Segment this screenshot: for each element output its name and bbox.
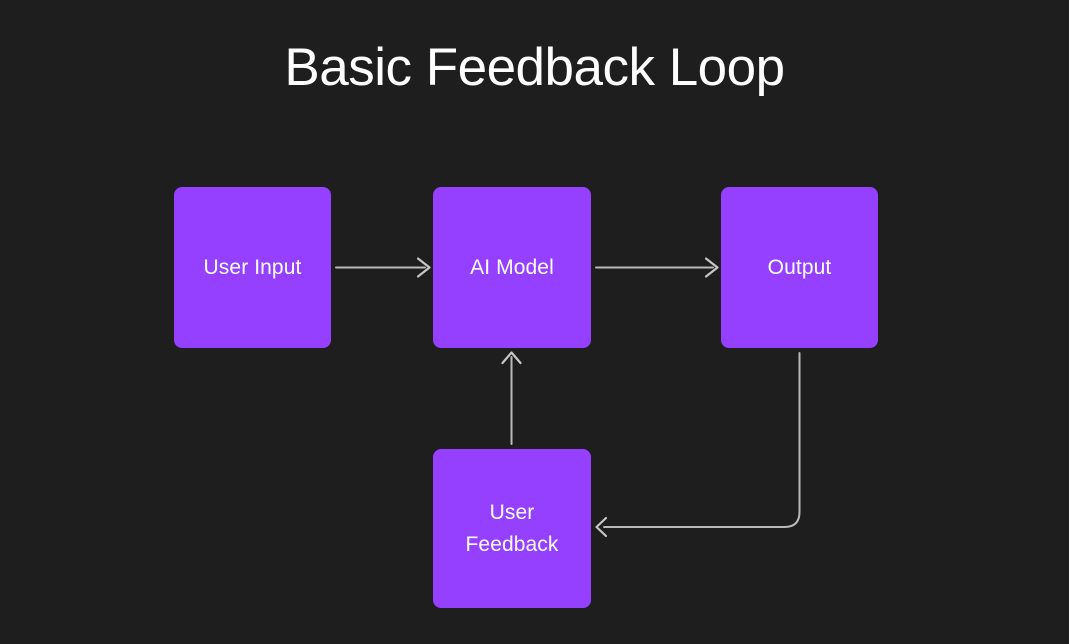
page-title: Basic Feedback Loop <box>284 38 785 97</box>
edge-user-feedback-to-ai-model <box>501 351 522 445</box>
node-output-label: Output <box>767 255 832 279</box>
edge-user-input-to-ai-model <box>335 257 431 278</box>
node-ai-model[interactable]: AI Model <box>433 187 591 348</box>
node-user-feedback-label: User Feedback <box>465 500 559 556</box>
edge-ai-model-to-output <box>595 257 719 278</box>
node-output[interactable]: Output <box>721 187 878 348</box>
node-user-feedback[interactable]: User Feedback <box>433 449 591 608</box>
edge-output-to-user-feedback <box>595 352 801 538</box>
node-ai-model-label: AI Model <box>470 255 554 279</box>
node-user-input[interactable]: User Input <box>174 187 331 348</box>
node-user-input-label: User Input <box>203 255 302 279</box>
